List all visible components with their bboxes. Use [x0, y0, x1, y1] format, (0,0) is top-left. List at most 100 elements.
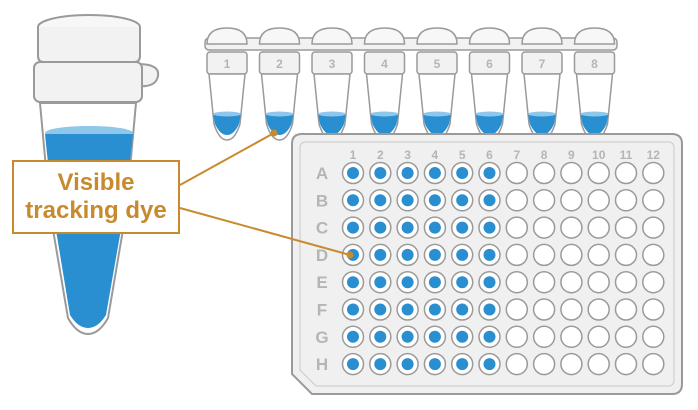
- well-empty: [587, 270, 610, 294]
- well-dye: [428, 358, 441, 371]
- well-empty: [560, 325, 583, 349]
- well-dye: [347, 330, 359, 343]
- well-empty: [532, 216, 556, 239]
- well-empty: [642, 325, 665, 349]
- well-dye: [483, 221, 496, 234]
- well-dye: [428, 221, 441, 234]
- plate-row-label: A: [316, 164, 328, 183]
- strip-tube-liquid-surface: [213, 111, 241, 117]
- well-empty: [505, 161, 529, 185]
- strip-tube-cap: [311, 27, 353, 45]
- strip-tube: 7: [521, 27, 563, 141]
- plate-column-label: 4: [432, 148, 439, 162]
- well-empty: [505, 216, 529, 239]
- well-empty: [642, 270, 665, 294]
- well-empty: [560, 216, 583, 239]
- well-dye: [456, 167, 469, 179]
- tube-collar: [33, 61, 143, 103]
- well-dye: [483, 303, 496, 316]
- strip-tube-cap: [573, 27, 616, 45]
- leader-dot-strip-tube: [270, 129, 278, 137]
- strip-tube-cap: [468, 27, 511, 45]
- well-dye: [428, 248, 441, 261]
- well-dye: [374, 248, 387, 261]
- strip-tube-liquid: [318, 114, 346, 135]
- strip-tube-label: 1: [224, 57, 231, 71]
- leader-line-to-strip-tube: [179, 132, 275, 186]
- strip-tube-liquid-surface: [528, 111, 556, 117]
- well-empty: [614, 216, 638, 239]
- plate-column-label: 7: [513, 148, 520, 162]
- well-empty: [614, 325, 638, 349]
- strip-tube-cap: [521, 27, 563, 45]
- well-empty: [560, 243, 583, 267]
- well-empty: [614, 352, 638, 376]
- plate-column-label: 5: [459, 148, 466, 162]
- well-empty: [505, 352, 529, 376]
- strip-tube-cap: [363, 27, 406, 45]
- well-dye: [483, 248, 496, 261]
- well-dye: [374, 221, 387, 234]
- strip-tube-liquid: [528, 114, 556, 135]
- well-dye: [456, 248, 469, 261]
- callout-line-2: tracking dye: [25, 197, 167, 224]
- strip-tube-liquid: [370, 114, 399, 135]
- well-empty: [505, 243, 529, 267]
- well-dye: [456, 221, 469, 234]
- strip-tube: 1: [206, 27, 248, 141]
- well-empty: [587, 216, 610, 239]
- well-dye: [456, 194, 469, 207]
- well-dye: [428, 330, 441, 343]
- strip-tube-label: 8: [591, 57, 598, 71]
- well-dye: [456, 330, 469, 343]
- well-dye: [401, 330, 414, 343]
- well-empty: [587, 298, 610, 321]
- well-dye: [401, 221, 414, 234]
- well-empty: [614, 161, 638, 185]
- well-empty: [505, 325, 529, 349]
- well-dye: [401, 167, 414, 179]
- well-dye: [428, 194, 441, 207]
- plate-column-label: 3: [404, 148, 411, 162]
- plate-row-label: E: [316, 273, 327, 292]
- well-empty: [614, 298, 638, 321]
- strip-tube-label: 4: [381, 57, 388, 71]
- strip-tube: 3: [311, 27, 353, 141]
- well-empty: [532, 352, 556, 376]
- strip-tube-label: 6: [486, 57, 493, 71]
- callout-line-1: Visible: [57, 169, 135, 196]
- strip-tube-label: 3: [329, 57, 336, 71]
- strip-tube-liquid-surface: [318, 111, 346, 117]
- plate-row-label: G: [315, 328, 328, 347]
- strip-tube-liquid: [423, 114, 451, 135]
- plate-column-label: 6: [486, 148, 493, 162]
- well-dye: [428, 167, 441, 179]
- well-empty: [532, 189, 556, 212]
- plate-row-label: C: [316, 219, 328, 238]
- well-dye: [347, 194, 359, 207]
- well-empty: [560, 298, 583, 321]
- strip-tube-label: 7: [539, 57, 546, 71]
- strip-tube: 6: [468, 27, 511, 141]
- well-dye: [374, 194, 387, 207]
- tube-cap-body: [37, 27, 141, 63]
- well-dye: [483, 167, 496, 179]
- well-dye: [401, 194, 414, 207]
- strip-tube: 5: [416, 27, 458, 141]
- well-empty: [587, 161, 610, 185]
- plate-column-label: 9: [568, 148, 575, 162]
- plate-row-label: D: [316, 246, 328, 265]
- well-empty: [560, 352, 583, 376]
- well-dye: [401, 248, 414, 261]
- strip-tube-liquid: [265, 114, 294, 135]
- well-empty: [614, 270, 638, 294]
- well-dye: [347, 167, 359, 179]
- strip-tube: 2: [258, 27, 301, 141]
- well-dye: [483, 194, 496, 207]
- well-dye: [456, 276, 469, 289]
- plate-column-label: 10: [592, 148, 606, 162]
- well-dye: [401, 303, 414, 316]
- strip-tube-liquid-surface: [370, 111, 399, 117]
- strip-tube-liquid-surface: [265, 111, 294, 117]
